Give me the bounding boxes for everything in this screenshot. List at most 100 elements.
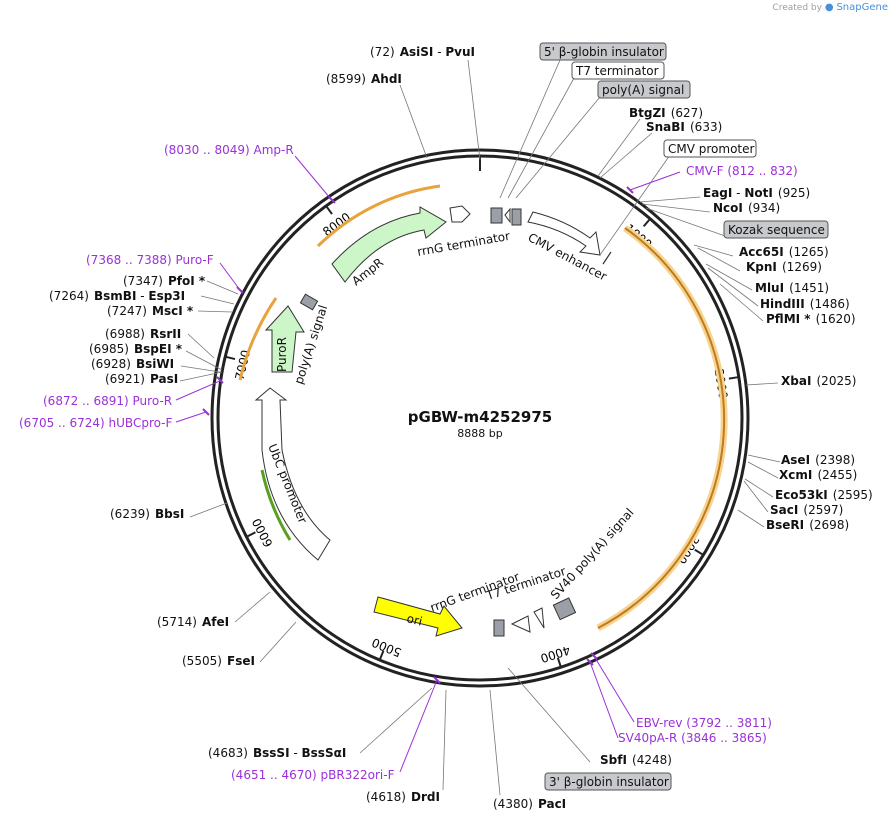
enzyme-name: AhdI bbox=[371, 72, 402, 86]
enzyme-name: DrdI bbox=[411, 790, 440, 804]
plasmid-name: pGBW-m4252975 bbox=[408, 408, 552, 426]
primer-label: (4651 .. 4670) pBR322ori-F bbox=[231, 768, 395, 782]
enzyme-position: (72) bbox=[370, 45, 395, 59]
enzyme-name: Acc65I bbox=[739, 245, 784, 259]
enzyme-label: NcoI (934) bbox=[713, 197, 780, 216]
b5-globin-top-label: 5' β-globin insulator bbox=[544, 45, 664, 59]
enzyme-position: (4683) bbox=[208, 746, 248, 760]
enzyme-label: AseI (2398) bbox=[781, 449, 855, 468]
primer-name: SV40pA-R bbox=[618, 731, 677, 745]
primer-range: (7368 .. 7388) bbox=[86, 253, 172, 267]
primer-label: (6705 .. 6724) hUBCpro-F bbox=[19, 416, 173, 430]
enzyme-position: (627) bbox=[671, 106, 703, 120]
enzyme-position: (8599) bbox=[326, 72, 366, 86]
enzyme-position: (6921) bbox=[105, 372, 145, 386]
enzyme-name: SacI bbox=[770, 503, 798, 517]
primer-site-mark bbox=[433, 676, 441, 684]
enzyme-label: (7264) BsmBI - Esp3I bbox=[49, 285, 185, 304]
ampr-arrow bbox=[331, 206, 447, 283]
enzyme-name: BspEI * bbox=[134, 342, 183, 356]
enzyme-name: Esp3I bbox=[148, 289, 185, 303]
tick-mark bbox=[556, 657, 562, 668]
cmv-enhancer-arrow bbox=[527, 211, 601, 256]
polya-left-box bbox=[299, 293, 319, 311]
enzyme-name: EagI bbox=[703, 186, 732, 200]
sv40-box bbox=[552, 597, 577, 621]
enzyme-label: PflMI * (1620) bbox=[766, 308, 856, 327]
enzyme-label: (6985) BspEI * bbox=[89, 338, 183, 357]
primer-range: (6705 .. 6724) bbox=[19, 416, 105, 430]
primer-name: Puro-F bbox=[176, 253, 214, 267]
enzyme-position: (2455) bbox=[817, 468, 857, 482]
enzyme-name: AseI bbox=[781, 453, 810, 467]
plasmid-length: 8888 bp bbox=[457, 427, 502, 440]
cmv-promoter-mark bbox=[602, 251, 612, 265]
enzyme-name: KpnI bbox=[746, 260, 777, 274]
enzyme-position: (934) bbox=[748, 201, 780, 215]
primer-leader-lines bbox=[175, 155, 681, 773]
primer-range: (3846 .. 3865) bbox=[681, 731, 767, 745]
enzyme-position: (7347) bbox=[123, 274, 163, 288]
enzyme-name: PfoI * bbox=[168, 274, 206, 288]
primer-name: Puro-R bbox=[133, 394, 173, 408]
primer-name: hUBCpro-F bbox=[109, 416, 173, 430]
enzyme-label: (72) AsiSI - PvuI bbox=[370, 41, 475, 60]
primer-label: (7368 .. 7388) Puro-F bbox=[86, 253, 214, 267]
enzyme-label: MluI (1451) bbox=[755, 277, 829, 296]
enzyme-position: (5505) bbox=[182, 654, 222, 668]
tick-mark bbox=[728, 376, 739, 380]
enzyme-name: AfeI bbox=[202, 615, 229, 629]
primer-range: (3792 .. 3811) bbox=[686, 716, 772, 730]
enzyme-name: PflMI * bbox=[766, 312, 811, 326]
enzyme-name: BssSαI bbox=[302, 746, 347, 760]
enzyme-position: (1620) bbox=[816, 312, 856, 326]
enzyme-name: SbfI bbox=[600, 753, 627, 767]
primer-site-mark bbox=[202, 408, 210, 416]
enzyme-position: (6928) bbox=[91, 357, 131, 371]
primer-range: (812 .. 832) bbox=[727, 164, 797, 178]
primer-site-mark bbox=[626, 186, 634, 194]
enzyme-label: Acc65I (1265) bbox=[739, 241, 829, 260]
enzyme-name: PvuI bbox=[445, 45, 475, 59]
backbone-outer bbox=[210, 148, 750, 688]
enzyme-label: KpnI (1269) bbox=[746, 256, 822, 275]
enzyme-name: NcoI bbox=[713, 201, 743, 215]
enzyme-name: FseI bbox=[227, 654, 255, 668]
enzyme-label: HindIII (1486) bbox=[760, 293, 850, 312]
t7-top-label: T7 terminator bbox=[575, 64, 659, 78]
tick-label: 5000 bbox=[370, 635, 404, 660]
enzyme-label: SbfI (4248) bbox=[600, 749, 672, 768]
primer-label: CMV-F (812 .. 832) bbox=[686, 164, 798, 178]
enzyme-position: (2698) bbox=[809, 518, 849, 532]
enzyme-label: SnaBI (633) bbox=[646, 116, 722, 135]
b3-globin-label: 3' β-globin insulator bbox=[549, 775, 669, 789]
enzyme-name: PasI bbox=[150, 372, 178, 386]
polya-top-label: poly(A) signal bbox=[602, 83, 684, 97]
polya-left-label: poly(A) signal bbox=[292, 303, 331, 386]
enzyme-position: (1451) bbox=[789, 281, 829, 295]
tick-mark bbox=[378, 650, 385, 661]
orf-arc-right bbox=[597, 227, 726, 629]
ubc-promoter-arrow bbox=[254, 387, 331, 561]
enzyme-name: BsiWI bbox=[136, 357, 174, 371]
enzyme-name: NotI bbox=[744, 186, 773, 200]
primer-name: pBR322ori-F bbox=[321, 768, 395, 782]
orf-arc-left bbox=[238, 297, 278, 381]
puror-arrow bbox=[264, 305, 305, 373]
puror-label: PuroR bbox=[275, 337, 289, 372]
enzyme-label: XcmI (2455) bbox=[779, 464, 857, 483]
boxed-labels: 5' β-globin insulator T7 terminator poly… bbox=[539, 42, 829, 791]
enzyme-label: (4618) DrdI bbox=[366, 786, 440, 805]
enzyme-position: (2595) bbox=[833, 488, 873, 502]
enzyme-name: HindIII bbox=[760, 297, 805, 311]
enzyme-label: (6988) RsrII bbox=[105, 323, 181, 342]
primer-site-mark bbox=[586, 658, 594, 666]
enzyme-name: XbaI bbox=[781, 374, 811, 388]
tick-mark bbox=[225, 355, 236, 361]
credit: Created by ● SnapGene bbox=[772, 2, 888, 13]
enzyme-name: AsiSI bbox=[400, 45, 434, 59]
enzyme-label: (4683) BssSI - BssSαI bbox=[208, 742, 346, 761]
